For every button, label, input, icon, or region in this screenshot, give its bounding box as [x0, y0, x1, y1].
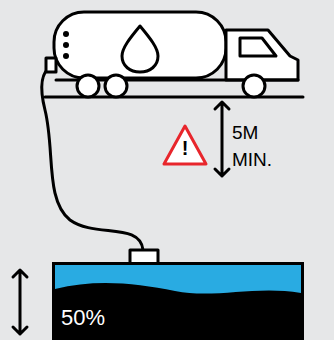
- storage-tank: 50%: [52, 262, 304, 340]
- distance-label: 5M MIN.: [232, 120, 294, 173]
- fill-level: 50%: [61, 305, 105, 331]
- warning-mark: !: [179, 138, 191, 158]
